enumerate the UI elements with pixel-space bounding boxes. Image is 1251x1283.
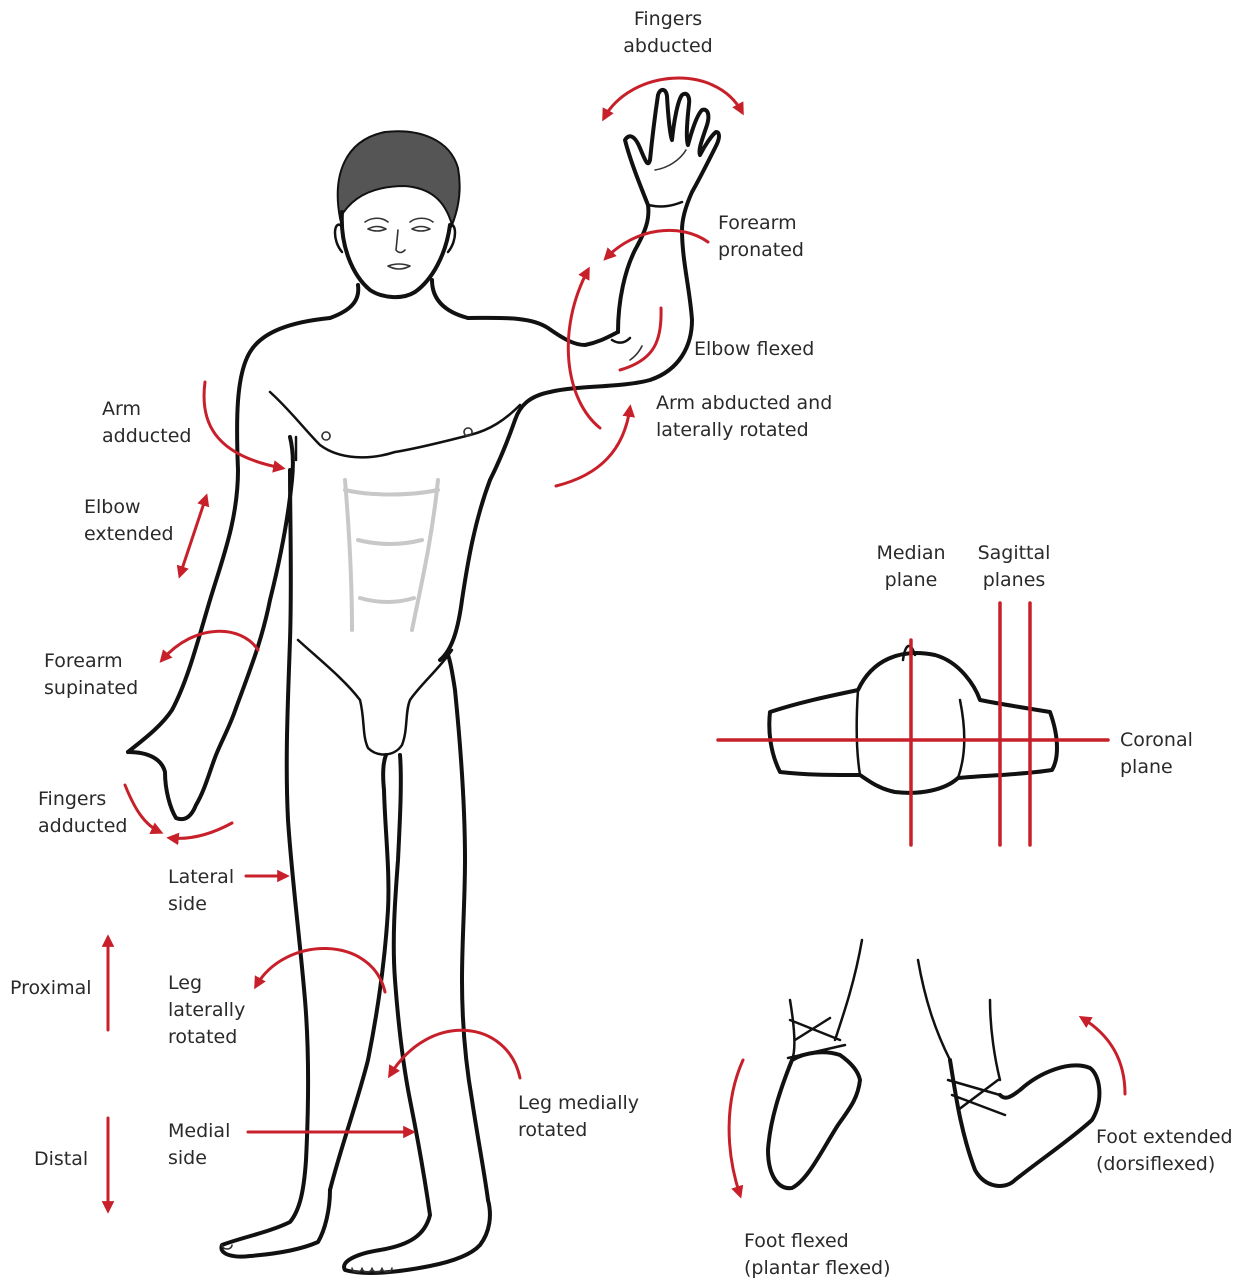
leg-medially-rotated-arrow — [390, 1030, 520, 1078]
foot-flexed-arrow — [729, 1060, 743, 1195]
label-elbow-extended: Elbow extended — [84, 494, 174, 548]
hair — [338, 131, 460, 225]
left-leg — [221, 470, 330, 1257]
elbow-extended-arrow — [180, 497, 206, 575]
label-arm-adducted: Arm adducted — [102, 396, 191, 450]
foot-plantar-flexed — [768, 940, 862, 1188]
forearm-supinated-arrow — [162, 631, 258, 660]
fingers-abducted-arrow — [604, 78, 742, 118]
label-leg-medially-rotated: Leg medially rotated — [518, 1090, 639, 1144]
label-lateral-side: Lateral side — [168, 864, 234, 918]
label-fingers-adducted: Fingers adducted — [38, 786, 127, 840]
fingers-adducted-arrow-2 — [170, 823, 232, 838]
fingers-adducted-arrow-1 — [125, 785, 160, 832]
label-proximal: Proximal — [10, 975, 92, 1002]
foot-extended-arrow — [1082, 1018, 1125, 1094]
arm-adducted-arrow — [204, 382, 282, 468]
leg-laterally-rotated-arrow — [256, 948, 385, 992]
label-arm-abducted: Arm abducted and laterally rotated — [656, 390, 832, 444]
label-elbow-flexed: Elbow flexed — [694, 336, 814, 363]
arm-abducted-curve — [568, 270, 600, 428]
label-medial-side: Medial side — [168, 1118, 230, 1172]
elbow-flexed-arrow — [620, 308, 661, 370]
label-foot-extended: Foot extended (dorsiflexed) — [1096, 1124, 1233, 1178]
label-fingers-abducted: Fingers abducted — [620, 6, 716, 60]
label-forearm-pronated: Forearm pronated — [718, 210, 804, 264]
right-leg — [344, 755, 490, 1273]
label-foot-flexed: Foot flexed (plantar flexed) — [744, 1228, 891, 1282]
label-median-plane: Median plane — [864, 540, 958, 594]
planes-top-view — [769, 646, 1057, 793]
forearm-pronated-arrow — [606, 230, 708, 258]
label-leg-laterally-rotated: Leg laterally rotated — [168, 970, 245, 1051]
foot-dorsiflexed — [918, 960, 1099, 1186]
label-forearm-supinated: Forearm supinated — [44, 648, 138, 702]
label-sagittal-planes: Sagittal planes — [964, 540, 1064, 594]
label-coronal-plane: Coronal plane — [1120, 727, 1193, 781]
abdomen-lines — [345, 480, 438, 630]
label-distal: Distal — [34, 1146, 88, 1173]
